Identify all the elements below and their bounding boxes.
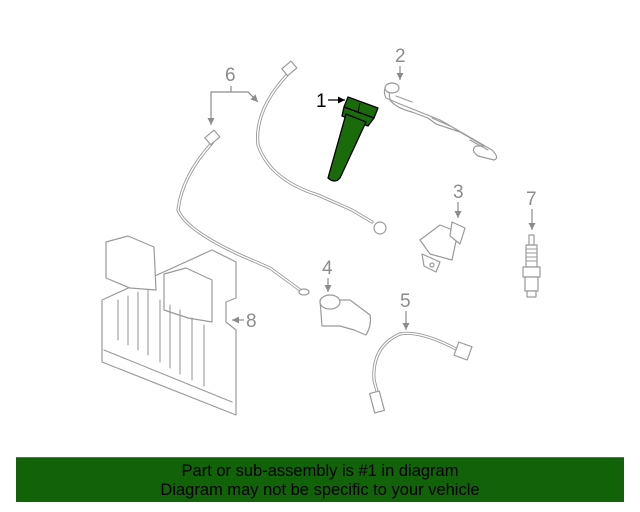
callout-5[interactable]: 5	[400, 291, 411, 312]
part-2-bracket[interactable]	[383, 82, 498, 161]
info-banner: Part or sub-assembly is #1 in diagram Di…	[16, 457, 624, 502]
callout-3[interactable]: 3	[453, 182, 464, 203]
callout-8[interactable]: 8	[246, 311, 257, 332]
banner-line-2: Diagram may not be specific to your vehi…	[160, 481, 480, 499]
callout-6[interactable]: 6	[225, 65, 236, 86]
part-5-oxygen-sensor[interactable]	[368, 331, 473, 414]
callout-7[interactable]: 7	[526, 189, 537, 210]
part-1-ignition-coil[interactable]	[327, 96, 379, 182]
part-8-ecu[interactable]	[101, 235, 237, 416]
callout-4[interactable]: 4	[322, 258, 333, 279]
banner-line-1: Part or sub-assembly is #1 in diagram	[181, 462, 459, 480]
part-7-spark-plug[interactable]	[522, 234, 541, 298]
part-6-sensor-wires[interactable]	[176, 60, 387, 296]
part-3-sensor[interactable]	[419, 221, 466, 273]
callout-2[interactable]: 2	[395, 46, 406, 67]
callout-1[interactable]: 1	[316, 91, 327, 112]
part-4-sensor[interactable]	[319, 294, 372, 336]
